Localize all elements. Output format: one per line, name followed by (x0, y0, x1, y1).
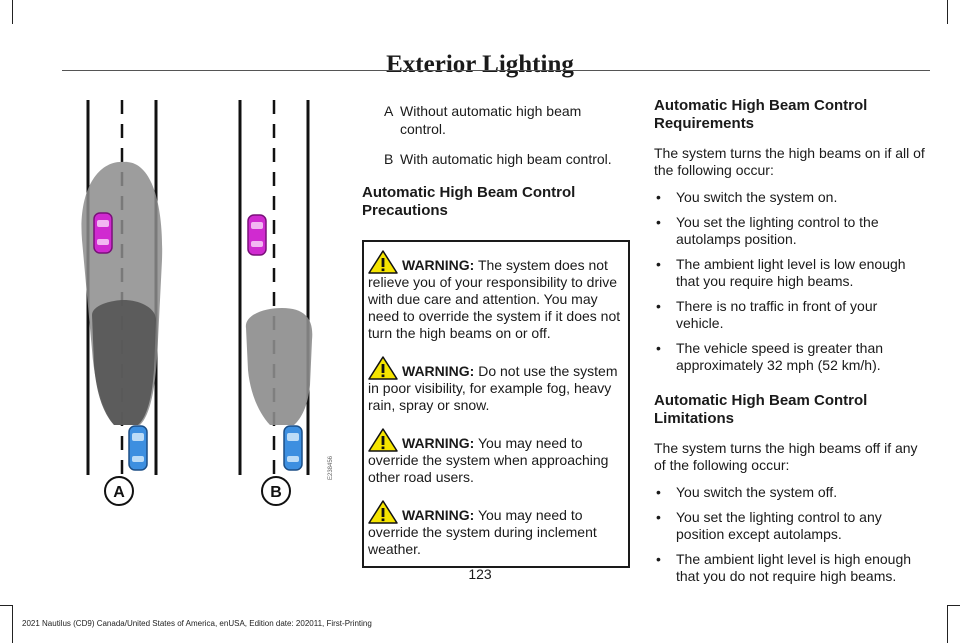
low-beam-shape (245, 308, 313, 425)
low-beam-shape (92, 300, 156, 425)
warning-label: WARNING: (402, 363, 475, 379)
content-column-right: Automatic High Beam Control Requirements… (654, 97, 928, 603)
legend-key: B (384, 151, 394, 167)
warning-triangle-icon (368, 500, 398, 524)
own-car-blue (128, 425, 148, 471)
corner-mark-top-right (947, 0, 948, 24)
limitations-intro: The system turns the high beams off if a… (654, 440, 918, 473)
legend-item: A Without automatic high beam control. (362, 102, 630, 138)
high-beam-illustration: A B E238456 (81, 100, 334, 506)
list-item: You switch the system on. (654, 189, 928, 206)
requirements-intro: The system turns the high beams on if al… (654, 145, 925, 178)
oncoming-car-magenta (247, 214, 267, 256)
list-item: You switch the system off. (654, 484, 928, 501)
label-a: A (113, 484, 125, 501)
warning-item: WARNING: You may need to override the sy… (368, 500, 626, 558)
panel-a: A (81, 100, 163, 506)
label-b-circle (261, 476, 291, 506)
warning-item: WARNING: Do not use the system in poor v… (368, 356, 626, 414)
list-item: The ambient light level is low enough th… (654, 256, 928, 290)
precautions-heading: Automatic High Beam Control Precautions (362, 184, 576, 219)
panel-b: B (238, 100, 313, 506)
list-item: You set the lighting control to the auto… (654, 214, 928, 248)
warning-label: WARNING: (402, 507, 475, 523)
warning-item: WARNING: You may need to override the sy… (368, 428, 626, 486)
warning-text: Do not use the system in poor visibility… (368, 363, 618, 413)
warning-box: WARNING: The system does not relieve you… (362, 240, 630, 568)
warning-triangle-icon (368, 428, 398, 452)
requirements-list: You switch the system on. You set the li… (654, 189, 928, 374)
warning-text: You may need to override the system duri… (368, 507, 597, 557)
warning-label: WARNING: (402, 257, 475, 273)
corner-mark-bottom-right-v (947, 605, 948, 643)
warning-text: You may need to override the system when… (368, 435, 609, 485)
label-b: B (270, 484, 282, 501)
corner-mark-bottom-right (947, 605, 960, 606)
legend-key: A (384, 103, 394, 119)
list-item: The ambient light level is high enough t… (654, 551, 928, 585)
warning-triangle-icon (368, 250, 398, 274)
legend-text: With automatic high beam control. (400, 151, 612, 167)
corner-mark-bottom-left (0, 605, 12, 606)
warning-item: WARNING: The system does not relieve you… (368, 250, 626, 342)
limitations-list: You switch the system off. You set the l… (654, 484, 928, 585)
list-item: You set the lighting control to any posi… (654, 509, 928, 543)
title-divider (62, 70, 930, 71)
list-item: The vehicle speed is greater than approx… (654, 340, 928, 374)
warning-triangle-icon (368, 356, 398, 380)
list-item: There is no traffic in front of your veh… (654, 298, 928, 332)
oncoming-car-magenta (93, 212, 113, 254)
warning-label: WARNING: (402, 435, 475, 451)
edition-footer: 2021 Nautilus (CD9) Canada/United States… (22, 619, 372, 628)
requirements-heading: Automatic High Beam Control Requirements (654, 97, 868, 132)
corner-mark-top-left (12, 0, 13, 24)
warning-text: The system does not relieve you of your … (368, 257, 621, 341)
label-a-circle (104, 476, 134, 506)
corner-mark-bottom-left-v (12, 605, 13, 643)
page-title: Exterior Lighting (386, 50, 574, 78)
legend-item: B With automatic high beam control. (362, 150, 630, 168)
content-column-middle: A Without automatic high beam control. B… (362, 102, 630, 568)
limitations-heading: Automatic High Beam Control Limitations (654, 392, 868, 427)
figure-code: E238456 (328, 455, 334, 480)
own-car-blue (283, 425, 303, 471)
page-number: 123 (468, 566, 492, 582)
legend-text: Without automatic high beam control. (400, 103, 582, 137)
